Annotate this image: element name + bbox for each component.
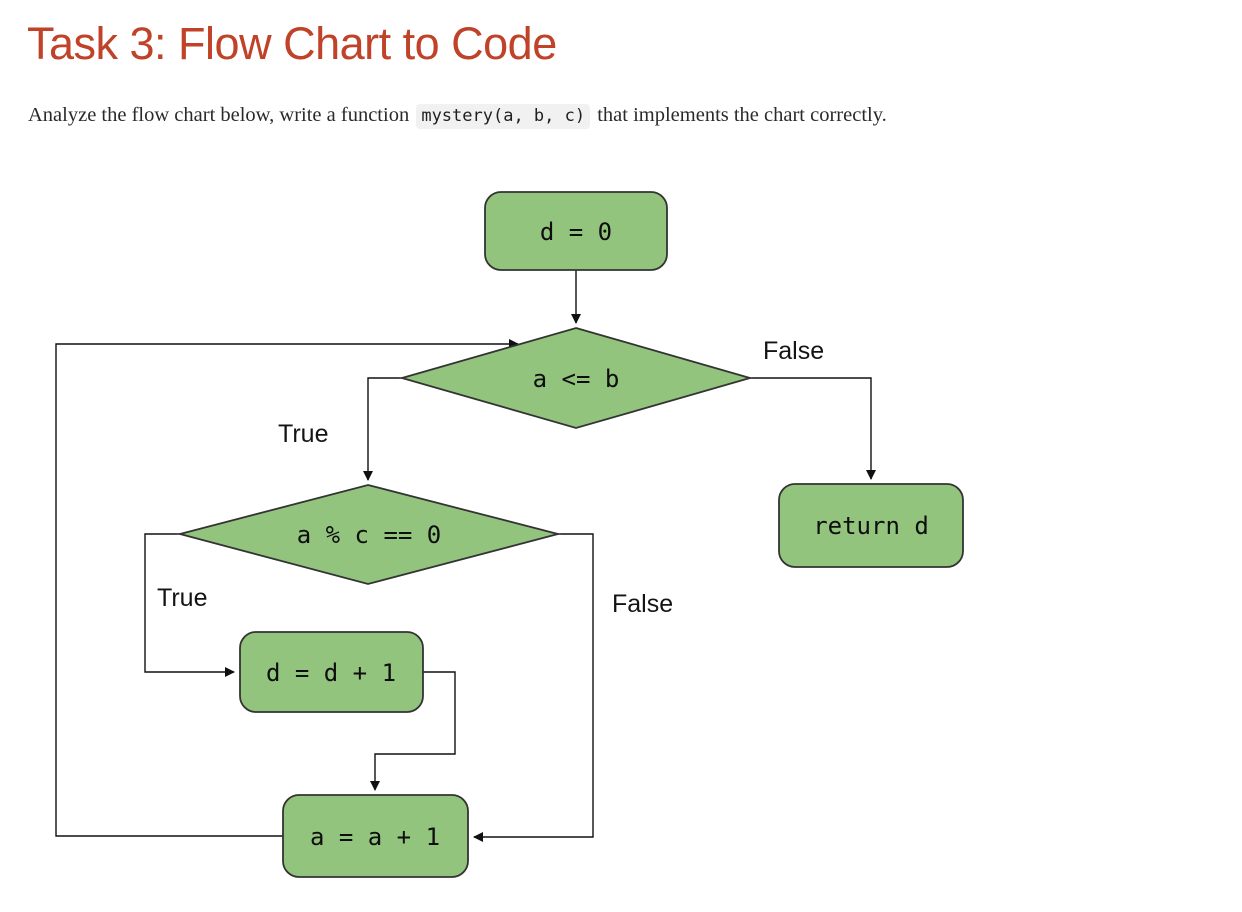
node-decision-inner <box>176 484 562 585</box>
label-outer-false: False <box>763 337 824 365</box>
intro-text-before: Analyze the flow chart below, write a fu… <box>28 104 415 126</box>
node-return-d <box>778 483 964 568</box>
edge-incr-d-to-incr-a <box>370 671 456 791</box>
label-inner-true: True <box>157 584 207 612</box>
node-decision-inner-text: a % c == 0 <box>297 521 442 549</box>
intro-paragraph: Analyze the flow chart below, write a fu… <box>28 104 887 129</box>
node-increment-a <box>282 794 469 878</box>
edge-inner-false-to-incr-a <box>473 533 594 842</box>
page-title: Task 3: Flow Chart to Code <box>27 18 557 69</box>
edge-incr-a-loop-to-outer-cond <box>55 339 519 837</box>
node-return-d-text: return d <box>813 512 929 540</box>
label-inner-false: False <box>612 590 673 618</box>
node-init-d <box>484 191 668 271</box>
intro-text-after: that implements the chart correctly. <box>592 104 887 126</box>
edge-outer-false-to-return <box>750 377 876 480</box>
edge-outer-true-to-inner-cond <box>363 377 402 481</box>
label-outer-true: True <box>278 420 328 448</box>
node-increment-d-text: d = d + 1 <box>266 659 396 687</box>
node-increment-d <box>239 631 424 713</box>
node-decision-outer <box>398 327 754 429</box>
inline-code-mystery: mystery(a, b, c) <box>416 104 591 129</box>
node-decision-outer-text: a <= b <box>533 365 620 393</box>
edge-inner-true-to-incr-d <box>144 533 235 677</box>
node-init-d-text: d = 0 <box>540 218 612 246</box>
node-increment-a-text: a = a + 1 <box>310 823 440 851</box>
